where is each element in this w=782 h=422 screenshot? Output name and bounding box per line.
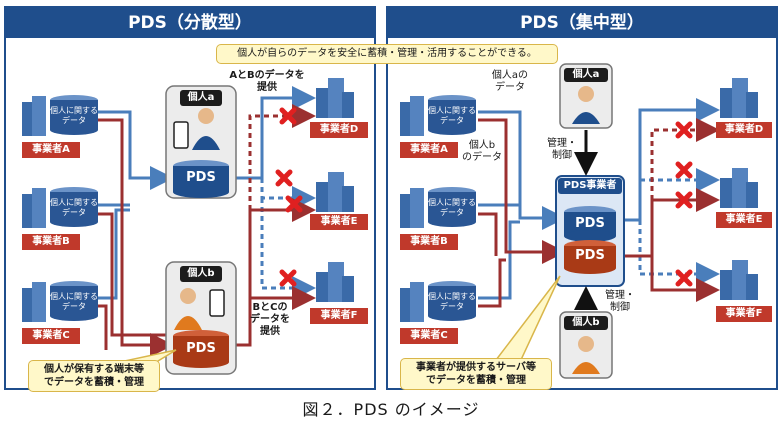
centralized-callout: 事業者が提供するサーバ等 でデータを蓄積・管理 <box>400 358 552 390</box>
person-icon <box>192 108 220 150</box>
distributed-callout: 個人が保有する端末等 でデータを蓄積・管理 <box>28 360 160 392</box>
pds-text: PDS <box>575 248 605 263</box>
db-label: 個人に関する データ <box>50 292 98 311</box>
flow-line <box>478 118 566 264</box>
flow-line <box>236 86 316 180</box>
recipient-d-label: 事業者D <box>310 122 368 138</box>
phone-icon <box>209 289 225 317</box>
control-a-note: 管理・ 制御 <box>547 138 577 161</box>
flow-line <box>236 198 316 347</box>
control-b-note: 管理・ 制御 <box>605 290 635 313</box>
db-label: 個人に関する データ <box>50 198 98 217</box>
recipient-building-f <box>316 262 354 302</box>
person-icon <box>572 336 600 374</box>
flow-line <box>478 220 520 300</box>
blocked-x-icon <box>675 121 693 287</box>
source-business-a <box>22 95 98 136</box>
pds-cylinder-b <box>173 330 229 368</box>
figure-caption: 図２．PDS のイメージ <box>302 400 480 419</box>
recipient-f-label: 事業者F <box>310 308 368 324</box>
panel-title: PDS（分散型） <box>6 8 374 38</box>
person-b-tag: 個人b <box>564 316 608 330</box>
callout-tail <box>494 275 561 363</box>
person-b-data-note: 個人b のデータ <box>462 140 502 163</box>
flow-line <box>96 110 174 190</box>
bc-provide-note: BとCの データを 提供 <box>250 302 290 337</box>
recipient-building-d <box>316 78 354 118</box>
pds-cylinder-blue <box>564 206 616 242</box>
pds-cylinder-red <box>564 240 616 274</box>
phone-icon <box>173 121 189 149</box>
flow-line <box>478 110 566 230</box>
recipient-e-label: 事業者E <box>310 214 368 230</box>
recipient-building-d <box>720 78 758 118</box>
source-business-b <box>22 187 98 228</box>
business-b-label: 事業者B <box>400 234 458 250</box>
db-label: 個人に関する データ <box>428 198 476 217</box>
person-icon <box>572 86 600 124</box>
source-business-c <box>400 281 476 322</box>
business-b-label: 事業者B <box>22 234 80 250</box>
flow-line <box>478 258 506 308</box>
recipient-e-label: 事業者E <box>716 212 772 228</box>
flow-line <box>620 188 720 258</box>
flow-line <box>650 256 720 302</box>
person-a-tag: 個人a <box>180 90 222 106</box>
pds-text: PDS <box>575 216 605 231</box>
pds-text: PDS <box>186 170 216 185</box>
ab-provide-note: AとBのデータを 提供 <box>229 70 305 93</box>
recipient-f-label: 事業者F <box>716 306 772 322</box>
source-business-c <box>22 281 98 322</box>
flow-line <box>248 104 316 210</box>
business-c-label: 事業者C <box>22 328 80 344</box>
benefit-banner: 個人が自らのデータを安全に蓄積・管理・活用することができる。 <box>216 44 558 64</box>
flow-line <box>650 118 720 200</box>
flow-line <box>96 304 108 350</box>
flow-line <box>96 212 168 337</box>
business-c-label: 事業者C <box>400 328 458 344</box>
pds-operator-tag: PDS事業者 <box>558 178 622 194</box>
blocked-x-icon <box>275 107 303 287</box>
recipient-building-f <box>720 260 758 300</box>
recipient-building-e <box>720 168 758 208</box>
panel-title: PDS（集中型） <box>388 8 776 38</box>
business-a-label: 事業者A <box>22 142 80 158</box>
db-label: 個人に関する データ <box>428 292 476 311</box>
source-business-b <box>400 187 476 228</box>
flow-line <box>620 98 720 222</box>
source-business-a <box>400 95 476 136</box>
flow-line <box>478 212 498 256</box>
person-a-tag: 個人a <box>564 68 608 82</box>
person-b-tag: 個人b <box>180 266 222 282</box>
recipient-building-e <box>316 172 354 212</box>
db-label: 個人に関する データ <box>428 106 476 125</box>
flow-line <box>96 118 174 357</box>
pds-cylinder-a <box>173 160 229 198</box>
db-label: 個人に関する データ <box>50 106 98 125</box>
business-a-label: 事業者A <box>400 142 458 158</box>
pds-text: PDS <box>186 341 216 356</box>
person-a-data-note: 個人aの データ <box>491 70 529 93</box>
recipient-d-label: 事業者D <box>716 122 772 138</box>
person-icon <box>174 288 202 330</box>
